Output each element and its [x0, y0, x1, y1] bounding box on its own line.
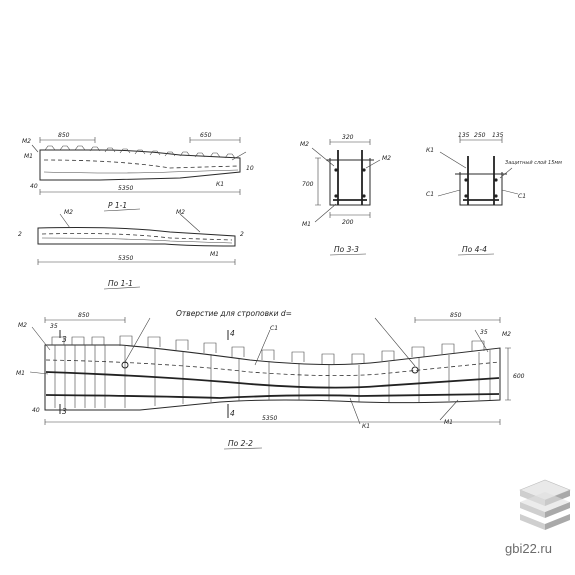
s33-dim-width: 200 — [342, 219, 354, 226]
s33-dim-top: 320 — [342, 134, 354, 141]
mv-note: Отверстие для строповки d= — [176, 309, 292, 318]
site-logo-icon — [519, 479, 571, 530]
section-3-3: 320 200 700 М2 М2 М1 По 3-3 — [300, 134, 391, 256]
mv-section-4-top: 4 — [230, 329, 235, 338]
site-url: gbi22.ru — [505, 541, 552, 556]
mv-dim-bottom: 40 — [32, 407, 40, 414]
s11-dim-length: 5350 — [118, 185, 133, 192]
mv-label-m2b: М2 — [502, 331, 511, 338]
mv-caption: По 2-2 — [228, 439, 253, 448]
s11-label-m2: М2 — [22, 138, 31, 145]
s33-label-m2a: М2 — [300, 141, 309, 148]
s11-label-k1: К1 — [216, 181, 224, 188]
mv-label-m1a: М1 — [16, 370, 25, 377]
mv-label-m2a: М2 — [18, 322, 27, 329]
p11-caption: По 1-1 — [108, 279, 133, 288]
mv-label-m1b: М1 — [444, 419, 453, 426]
s44-dim-b: 250 — [474, 132, 486, 139]
s33-caption: По 3-3 — [334, 245, 359, 254]
p11-label-m1: М1 — [210, 251, 219, 258]
s11-dim-right: 650 — [200, 132, 212, 139]
mv-dim-left: 850 — [78, 312, 90, 319]
p11-label-m2b: М2 — [176, 209, 185, 216]
mv-label-k1: К1 — [362, 423, 370, 430]
p11-dim-length: 5350 — [118, 255, 133, 262]
mv-section-3-top: 3 — [62, 335, 67, 344]
mv-section-4-bottom: 4 — [230, 409, 235, 418]
mv-dim-right: 850 — [450, 312, 462, 319]
s44-dim-c: 135 — [492, 132, 504, 139]
section-4-4: 135 250 135 К1 С1 С1 Защитный слой 15мм … — [426, 132, 562, 256]
s33-label-m2b: М2 — [382, 155, 391, 162]
mv-dim-top-right: 35 — [480, 329, 488, 336]
main-view-2-2: 3 3 4 4 850 850 5350 600 40 35 35 М2 М2 … — [16, 309, 525, 450]
s11-dim-h: 10 — [246, 165, 254, 172]
s11-caption: Р 1-1 — [108, 201, 127, 210]
p11-label-m2a: М2 — [64, 209, 73, 216]
section-1-1: 850 650 5350 40 10 М2 М1 К1 Р 1-1 — [22, 132, 254, 212]
p11-dim-right: 2 — [240, 231, 244, 238]
s11-dim-left: 850 — [58, 132, 70, 139]
p11-dim-left: 2 — [18, 231, 22, 238]
mv-label-c1: С1 — [270, 325, 278, 332]
s44-label-c1a: С1 — [426, 191, 434, 198]
s33-dim-height: 700 — [302, 181, 314, 188]
s44-dim-a: 135 — [458, 132, 470, 139]
s44-note: Защитный слой 15мм — [505, 160, 562, 166]
mv-dim-length: 5350 — [262, 415, 277, 422]
mv-dim-top-left: 35 — [50, 323, 58, 330]
plan-1-1: М2 М2 М1 2 2 5350 По 1-1 — [18, 209, 244, 290]
mv-section-3-bottom: 3 — [62, 407, 67, 416]
s33-label-m1: М1 — [302, 221, 311, 228]
s44-label-c1b: С1 — [518, 193, 526, 200]
s44-label-k1: К1 — [426, 147, 434, 154]
s11-label-m1: М1 — [24, 153, 33, 160]
s11-dim-bottom: 40 — [30, 183, 38, 190]
s44-caption: По 4-4 — [462, 245, 487, 254]
mv-dim-height: 600 — [513, 373, 525, 380]
